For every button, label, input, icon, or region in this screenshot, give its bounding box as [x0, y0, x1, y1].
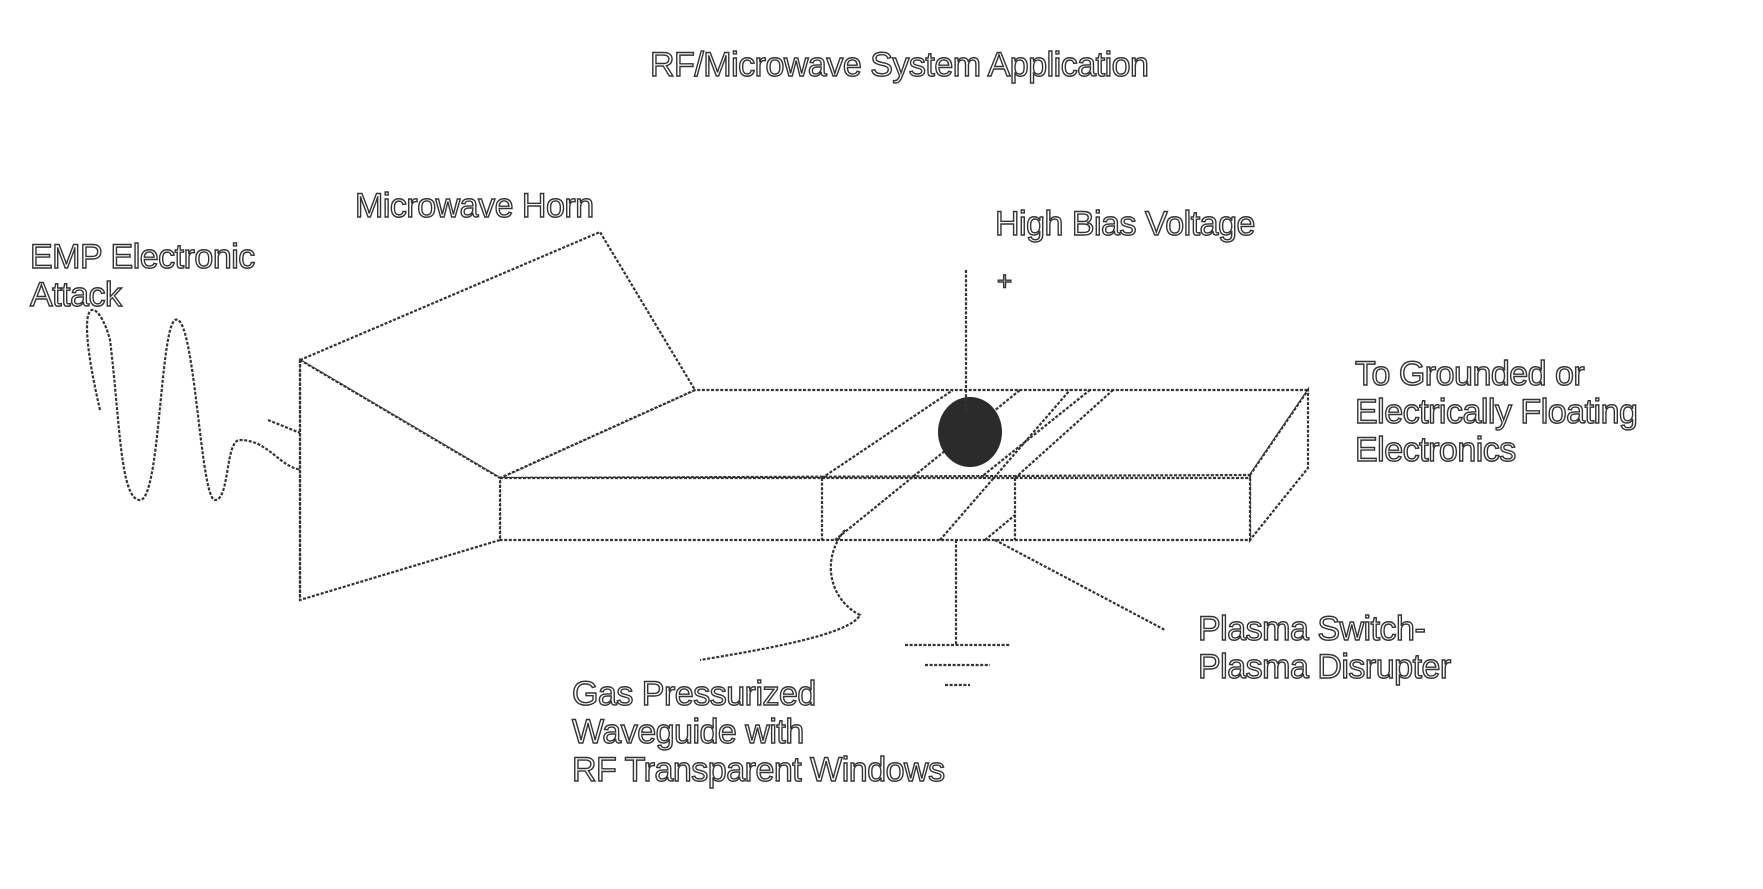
- gas-waveguide-leader: [700, 530, 860, 660]
- gas-waveguide-label: Gas Pressurized Waveguide with RF Transp…: [572, 675, 945, 789]
- plus-sign-label: +: [997, 262, 1012, 300]
- emp-attack-label: EMP Electronic Attack: [30, 238, 255, 314]
- plasma-spot: [938, 397, 1002, 467]
- emp-wave: [87, 310, 305, 500]
- plasma-switch-leader: [995, 540, 1165, 630]
- grounded-electronics-label: To Grounded or Electrically Floating Ele…: [1355, 355, 1637, 469]
- plasma-switch-label: Plasma Switch- Plasma Disrupter: [1198, 610, 1451, 686]
- microwave-horn-label: Microwave Horn: [355, 187, 594, 225]
- diagram-title: RF/Microwave System Application: [650, 46, 1148, 84]
- waveguide-front-face: [500, 478, 1250, 540]
- high-bias-voltage-label: High Bias Voltage: [995, 205, 1255, 243]
